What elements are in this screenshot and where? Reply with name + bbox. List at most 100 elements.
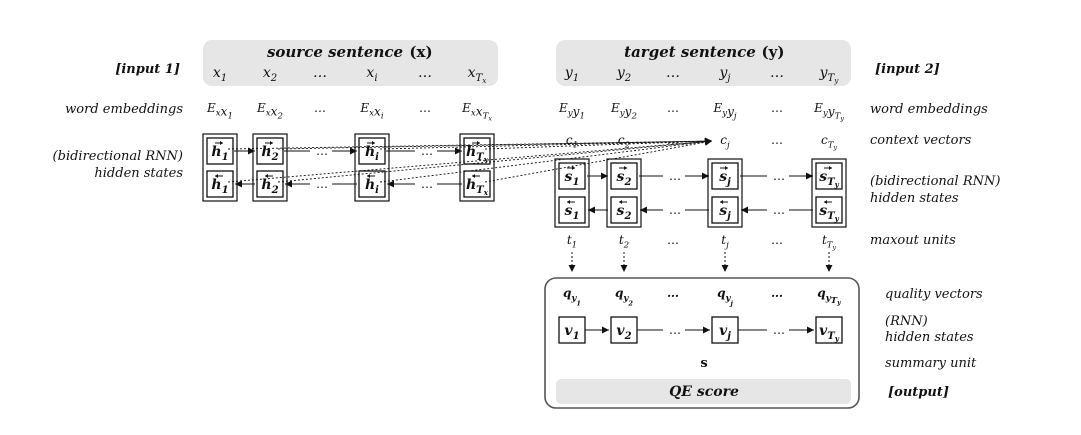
attention-line bbox=[277, 138, 713, 183]
target-sentence-title: target sentence bbox=[624, 43, 756, 61]
maxout-unit: tj bbox=[721, 233, 729, 250]
target-embedding: … bbox=[771, 101, 783, 115]
input2-label: [input 2] bbox=[875, 62, 940, 77]
source-fwd-ellipsis: … bbox=[316, 144, 328, 158]
maxout-unit: t2 bbox=[619, 233, 629, 250]
source-token: x1 bbox=[213, 65, 227, 84]
maxout-unit: tTy bbox=[822, 233, 837, 251]
target-hidden-bwd bbox=[610, 196, 638, 224]
bidir-rnn-label-right-1: (bidirectional RNN) bbox=[870, 174, 1000, 189]
target-hidden-column-frame bbox=[707, 158, 743, 228]
rnn-hidden-state-symbol: v1 bbox=[564, 323, 579, 342]
source-sentence-title: source sentence bbox=[267, 43, 403, 61]
rnn-hidden-state-symbol: vj bbox=[719, 323, 731, 342]
target-embedding: Eyy1 bbox=[558, 101, 585, 122]
context-vector: cTy bbox=[821, 133, 838, 151]
target-token: … bbox=[770, 65, 784, 81]
rnn-ellipsis: … bbox=[773, 323, 785, 337]
source-hidden-fwd-symbol: hTx bbox=[466, 144, 489, 164]
target-hidden-fwd-direction-head bbox=[829, 166, 832, 170]
source-hidden-column-frame bbox=[354, 133, 390, 202]
target-hidden-fwd-symbol: sj bbox=[719, 169, 731, 188]
qe-output-group-box bbox=[544, 277, 860, 409]
context-vector: c2 bbox=[618, 133, 630, 150]
source-embedding: Exxi bbox=[359, 101, 383, 122]
source-hidden-bwd bbox=[206, 170, 234, 198]
source-hidden-bwd bbox=[256, 170, 284, 198]
bidir-rnn-label-left-2: hidden states bbox=[94, 166, 183, 181]
source-token: … bbox=[313, 65, 327, 81]
source-hidden-bwd bbox=[358, 170, 386, 198]
attention-line bbox=[227, 137, 713, 150]
quality-vectors-label: quality vectors bbox=[885, 287, 983, 302]
source-hidden-bwd-symbol: hTx bbox=[466, 177, 489, 197]
attention-line bbox=[484, 137, 713, 150]
source-embedding: Exx2 bbox=[256, 101, 283, 122]
target-embedding: … bbox=[667, 101, 679, 115]
summary-unit-label: summary unit bbox=[885, 356, 977, 371]
maxout-unit: t1 bbox=[567, 233, 577, 250]
target-token: y2 bbox=[616, 65, 631, 84]
rnn-hidden-state bbox=[711, 316, 739, 344]
target-hidden-column-frame bbox=[554, 158, 590, 228]
target-hidden-bwd-symbol: sTy bbox=[819, 203, 839, 223]
maxout-unit: … bbox=[667, 233, 679, 247]
context-vector: … bbox=[667, 133, 679, 147]
source-hidden-fwd-direction-head bbox=[372, 141, 375, 145]
target-fwd-ellipsis: … bbox=[773, 169, 785, 183]
target-hidden-fwd-direction-head bbox=[624, 166, 627, 170]
target-hidden-bwd bbox=[815, 196, 843, 224]
target-hidden-fwd bbox=[815, 162, 843, 190]
attention-line bbox=[484, 138, 713, 183]
target-hidden-bwd-symbol: s1 bbox=[565, 203, 580, 222]
maxout-units-label: maxout units bbox=[870, 233, 956, 248]
source-hidden-bwd-direction-head bbox=[472, 174, 475, 178]
source-sentence-var: (x) bbox=[409, 43, 432, 61]
rnn-hidden-state bbox=[610, 316, 638, 344]
source-hidden-bwd-symbol: h2 bbox=[261, 177, 278, 196]
source-hidden-fwd-symbol: h1 bbox=[211, 144, 228, 163]
target-hidden-column-frame bbox=[811, 158, 847, 228]
source-embedding: … bbox=[419, 101, 431, 115]
source-token: xTx bbox=[468, 65, 487, 85]
target-hidden-bwd-symbol: sj bbox=[719, 203, 731, 222]
source-embedding: Exx1 bbox=[206, 101, 233, 122]
context-vector: c1 bbox=[566, 133, 578, 150]
rnn-ellipsis: … bbox=[669, 323, 681, 337]
quality-vector: qy1 bbox=[563, 286, 581, 308]
target-hidden-fwd-symbol: s1 bbox=[565, 169, 580, 188]
maxout-unit: … bbox=[771, 233, 783, 247]
qe-score-bar bbox=[556, 379, 851, 404]
quality-vector: … bbox=[771, 286, 783, 300]
rnn-label-1: (RNN) bbox=[885, 314, 928, 329]
rnn-hidden-state bbox=[558, 316, 586, 344]
source-hidden-bwd bbox=[463, 170, 491, 198]
source-hidden-bwd-direction-head bbox=[265, 174, 268, 178]
word-embeddings-label-left: word embeddings bbox=[65, 102, 183, 117]
context-vector: cj bbox=[720, 133, 730, 150]
rnn-hidden-state bbox=[815, 316, 843, 344]
target-fwd-ellipsis: … bbox=[669, 169, 681, 183]
source-hidden-fwd bbox=[256, 137, 284, 165]
source-hidden-fwd bbox=[463, 137, 491, 165]
word-embeddings-label-right: word embeddings bbox=[870, 102, 988, 117]
target-hidden-fwd-direction-head bbox=[572, 166, 575, 170]
target-hidden-column-frame bbox=[606, 158, 642, 228]
source-sentence-panel bbox=[203, 40, 498, 86]
attention-line bbox=[227, 138, 713, 183]
source-token: x2 bbox=[263, 65, 277, 84]
target-hidden-bwd-direction-head bbox=[720, 200, 723, 204]
target-hidden-bwd-direction-head bbox=[567, 200, 570, 204]
source-hidden-fwd-direction-head bbox=[477, 141, 480, 145]
attention-line bbox=[277, 137, 713, 150]
source-hidden-fwd-symbol: hi bbox=[365, 144, 379, 163]
target-bwd-ellipsis: … bbox=[669, 203, 681, 217]
target-hidden-bwd-direction-head bbox=[824, 200, 827, 204]
quality-vector: … bbox=[667, 286, 679, 300]
target-embedding: Eyy2 bbox=[610, 101, 637, 122]
output-label: [output] bbox=[888, 385, 949, 400]
attention-line bbox=[379, 137, 713, 150]
source-hidden-fwd-symbol: h2 bbox=[261, 144, 278, 163]
